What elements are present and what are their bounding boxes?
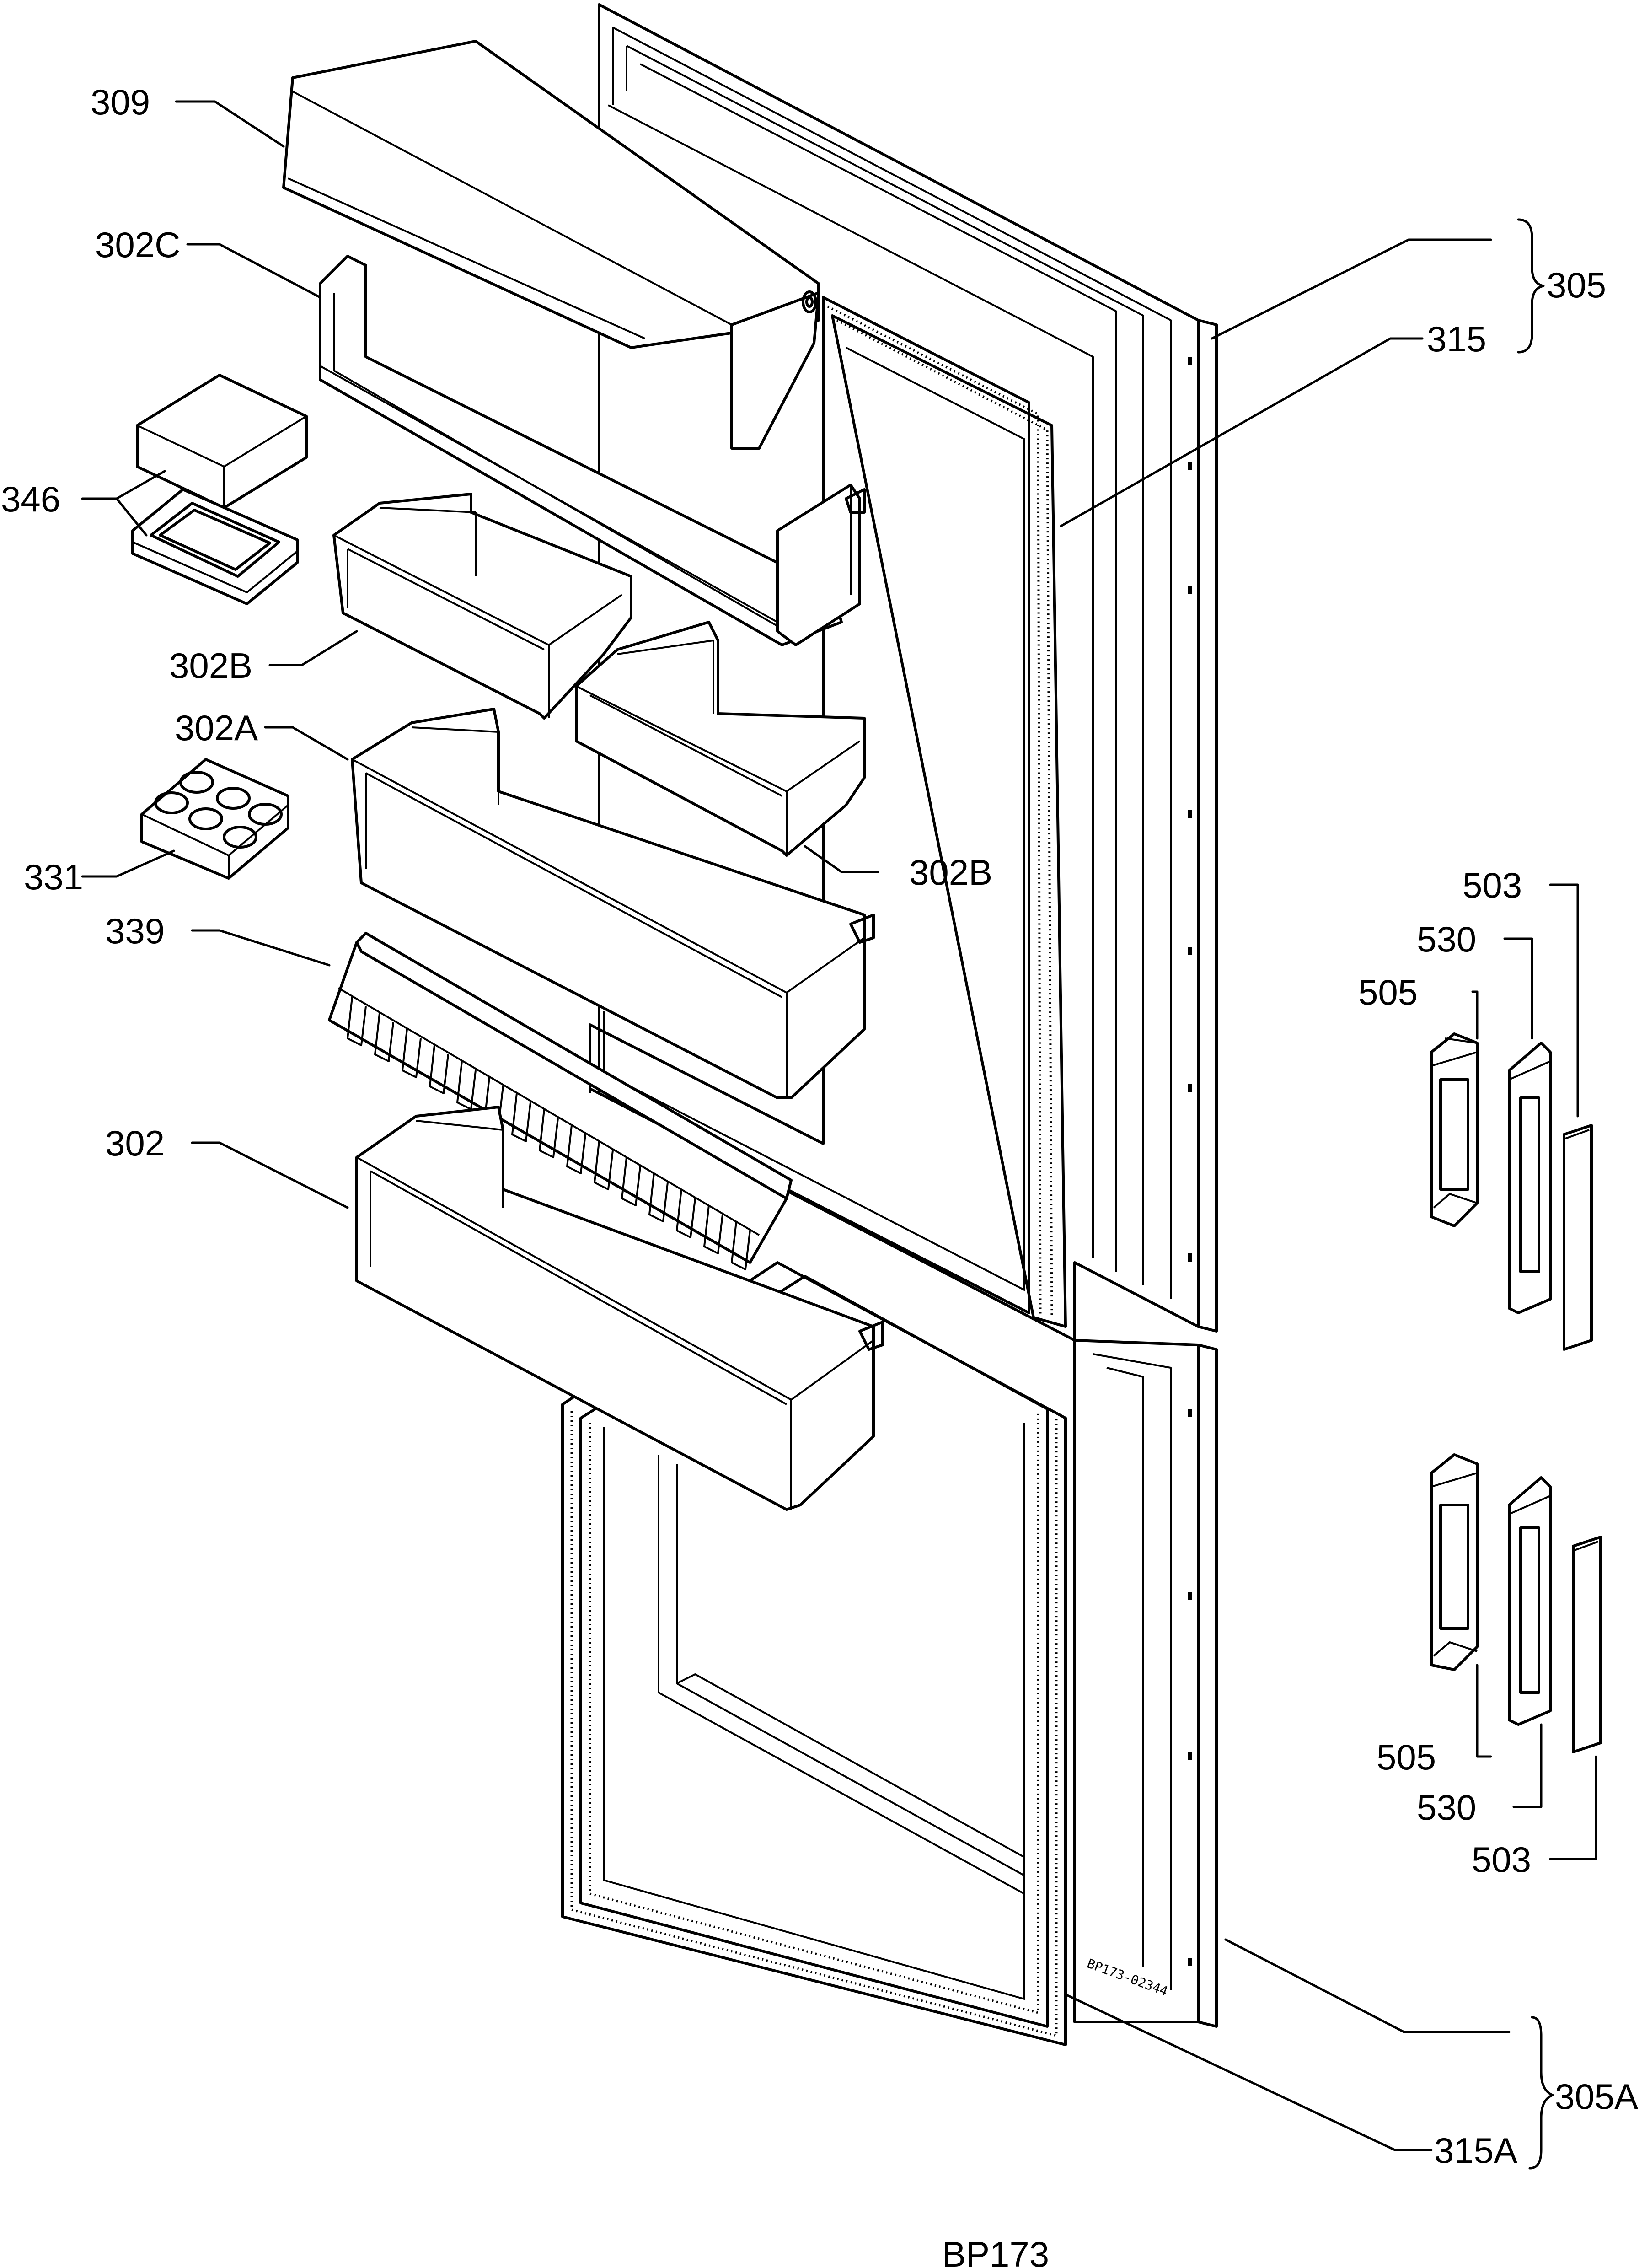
label-302: 302 <box>105 1123 165 1163</box>
part-505-top <box>1430 1032 1479 1227</box>
part-labels: 309 302C 346 302B 302A 331 302B 339 302 … <box>1 82 1638 2268</box>
part-339-comb <box>328 932 793 1270</box>
part-302c-shelf <box>319 255 866 646</box>
label-315a: 315A <box>1434 2130 1517 2171</box>
label-309: 309 <box>91 82 150 122</box>
part-530-bottom <box>1508 1476 1552 1726</box>
label-339: 339 <box>105 911 165 951</box>
label-505-top: 505 <box>1358 972 1418 1012</box>
part-331-egg-tray <box>140 758 289 880</box>
label-315: 315 <box>1427 319 1486 359</box>
lower-door-holes <box>1188 1409 1192 1966</box>
comb-teeth <box>347 997 751 1270</box>
label-346: 346 <box>1 479 60 519</box>
label-302b-right: 302B <box>909 852 992 892</box>
part-503-top <box>1563 1124 1593 1351</box>
part-530-top <box>1508 1042 1552 1314</box>
hinge-set-bottom <box>1430 1453 1602 1753</box>
label-331: 331 <box>24 857 83 897</box>
label-503-top: 503 <box>1462 865 1522 905</box>
footer-code: BP173 <box>942 2234 1049 2268</box>
part-505-bottom <box>1430 1453 1479 1671</box>
label-530-top: 530 <box>1417 919 1476 959</box>
label-302b-left: 302B <box>169 645 252 686</box>
upper-door-holes <box>1188 357 1192 1262</box>
label-305a: 305A <box>1555 2076 1638 2117</box>
hinge-set-top <box>1430 1032 1593 1351</box>
label-505-bottom: 505 <box>1377 1737 1436 1777</box>
label-302a: 302A <box>175 708 258 748</box>
label-302c: 302C <box>95 225 180 265</box>
label-503-bottom: 503 <box>1472 1839 1531 1880</box>
part-309-cover <box>282 40 820 450</box>
part-302a-shelf <box>351 708 875 1099</box>
part-302-shelf <box>355 1106 884 1511</box>
upper-gasket-315 <box>589 296 1067 1328</box>
leader-lines <box>81 100 1597 2170</box>
part-346-box <box>131 374 308 605</box>
part-302b-left-shelf <box>332 493 632 720</box>
part-302b-right-shelf <box>575 621 866 857</box>
label-530-bottom: 530 <box>1417 1787 1476 1827</box>
label-305: 305 <box>1547 265 1606 305</box>
part-503-bottom <box>1572 1536 1602 1753</box>
